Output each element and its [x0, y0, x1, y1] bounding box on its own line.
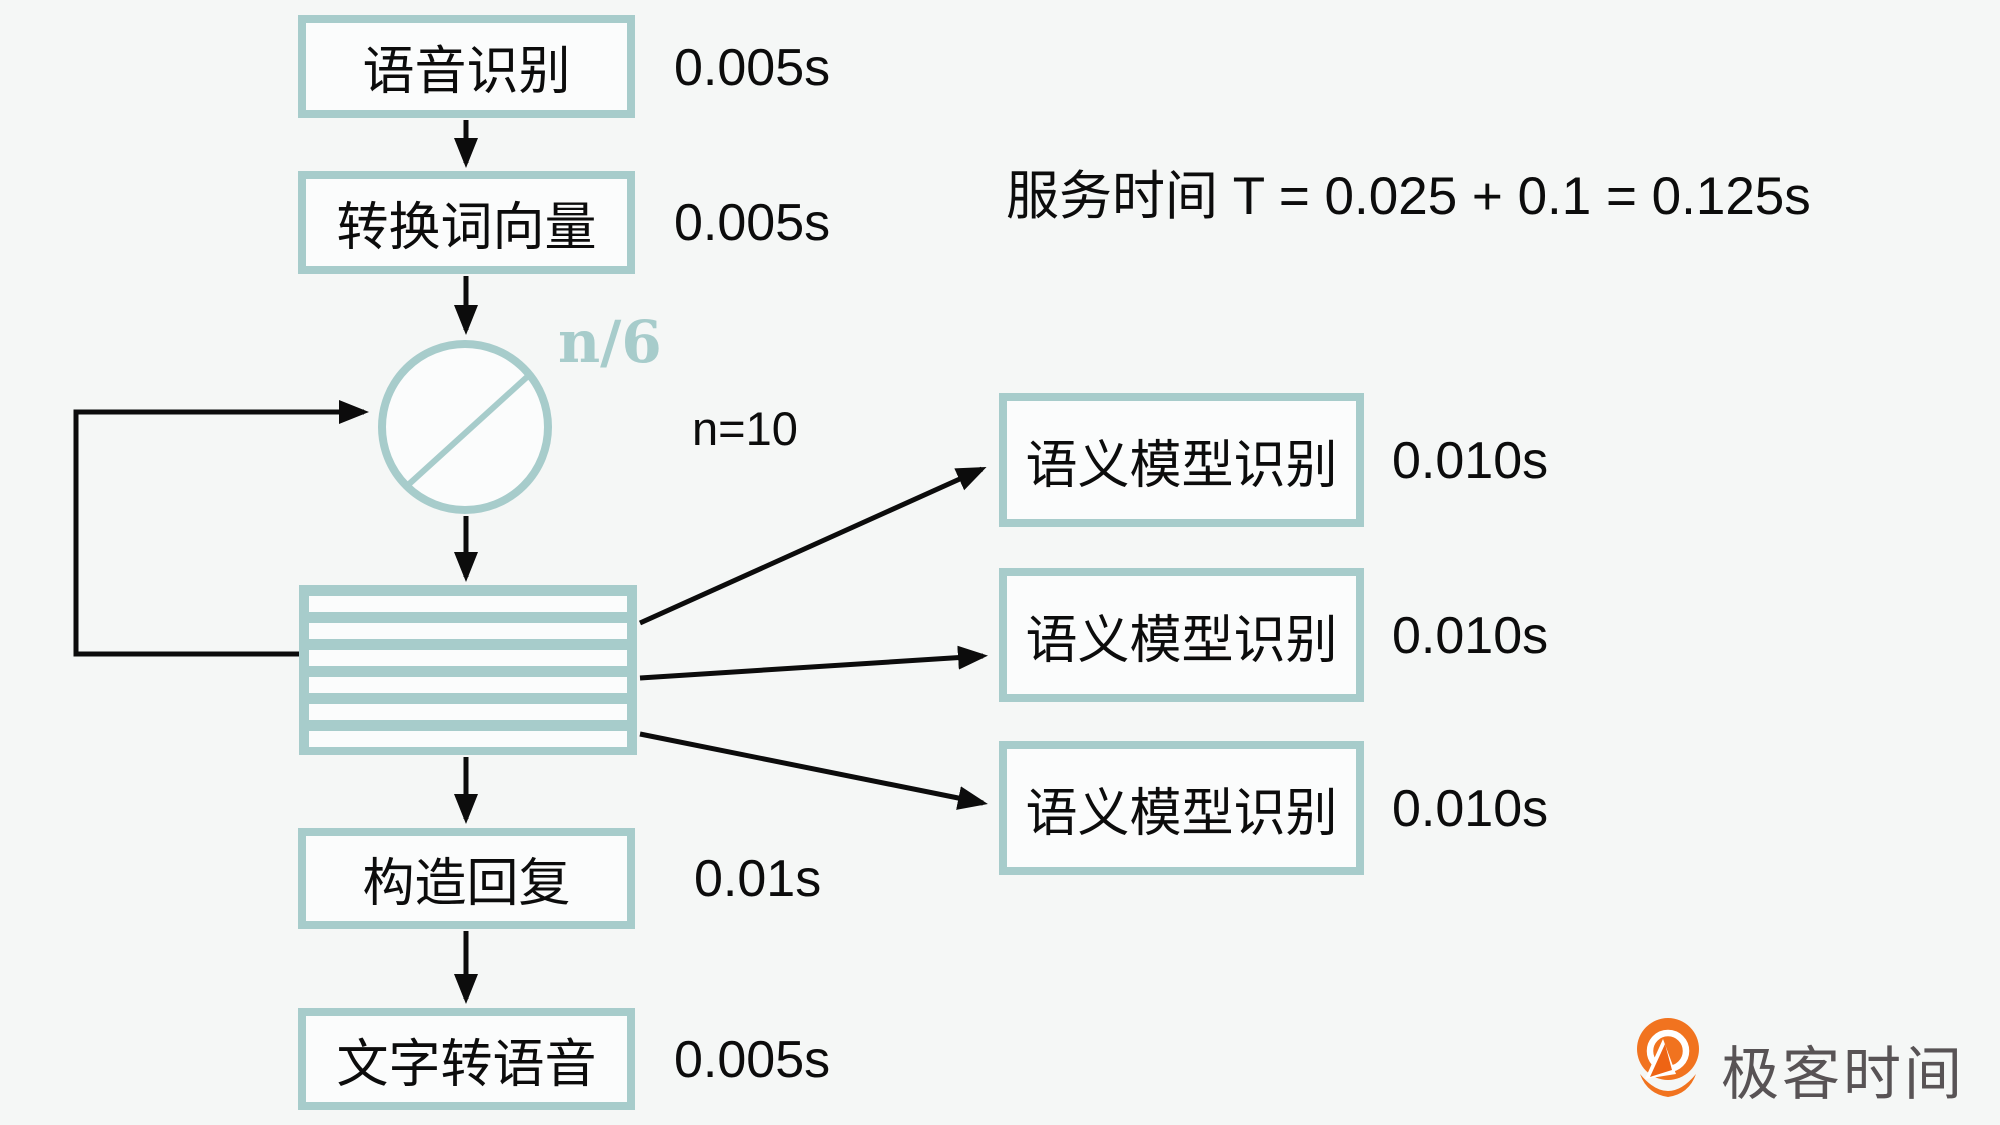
arrow-queue-to-worker-2: [639, 645, 988, 681]
node-label: 语义模型识别: [1025, 784, 1338, 843]
node-build-reply: 构造回复: [298, 828, 635, 929]
node-label: 语音识别: [362, 43, 571, 101]
geektime-logo: 极客时间: [1637, 1018, 1966, 1107]
arrow-queue-to-worker-1: [638, 466, 987, 626]
rate-limiter-icon: [378, 340, 552, 514]
node-label: 语义模型识别: [1025, 436, 1338, 495]
geektime-logo-text: 极客时间: [1721, 1042, 1966, 1107]
node-semantic-model-2: 语义模型识别: [999, 568, 1364, 702]
time-label-worker-1: 0.010s: [1392, 432, 1549, 490]
feedback-loop-arrow: [73, 399, 369, 657]
node-label: 转换词向量: [336, 199, 597, 257]
node-speech-recognition: 语音识别: [298, 15, 635, 118]
service-time-formula: 服务时间 T = 0.025 + 0.1 = 0.125s: [1006, 167, 1811, 226]
node-semantic-model-3: 语义模型识别: [999, 741, 1364, 875]
node-text-to-speech: 文字转语音: [298, 1008, 635, 1110]
node-label: 语义模型识别: [1025, 611, 1338, 670]
geektime-logo-icon: [1637, 1018, 1699, 1097]
node-word-vector: 转换词向量: [298, 171, 635, 274]
node-label: 构造回复: [362, 855, 571, 913]
rate-limiter-slash-icon: [405, 374, 530, 488]
time-label-worker-3: 0.010s: [1392, 780, 1549, 838]
arrow-queue-to-worker-3: [639, 731, 988, 810]
limiter-rate-label: n/6: [558, 308, 662, 376]
time-label-step3: 0.01s: [694, 850, 822, 908]
time-label-step1: 0.005s: [674, 39, 831, 97]
queue-buffer-shape: [299, 585, 637, 755]
time-label-step2: 0.005s: [674, 194, 831, 252]
time-label-step4: 0.005s: [674, 1031, 831, 1089]
limiter-n-label: n=10: [692, 402, 798, 455]
time-label-worker-2: 0.010s: [1392, 607, 1549, 665]
node-label: 文字转语音: [336, 1035, 597, 1094]
node-semantic-model-1: 语义模型识别: [999, 393, 1364, 527]
